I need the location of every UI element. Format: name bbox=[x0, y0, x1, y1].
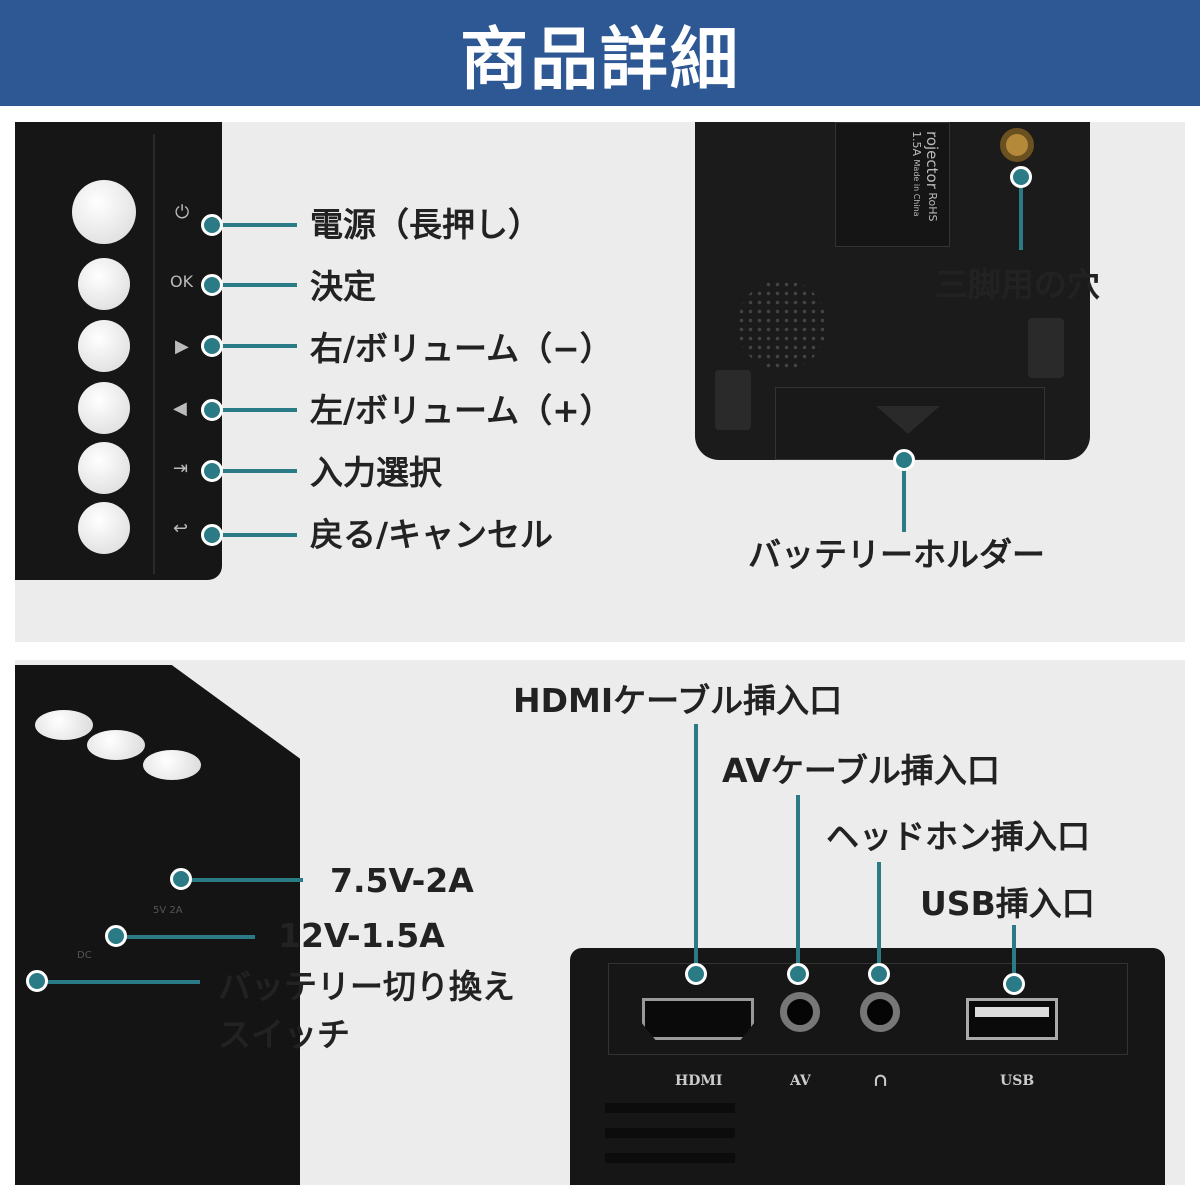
label-12v-input: 12V-1.5A bbox=[278, 916, 445, 955]
right-arrow-icon: ▶ bbox=[175, 336, 189, 357]
label-right: 右/ボリューム（−） bbox=[310, 329, 613, 368]
battery-holder bbox=[775, 387, 1045, 460]
power-button bbox=[72, 180, 136, 244]
headphone-port bbox=[860, 992, 900, 1032]
ok-button bbox=[78, 258, 130, 310]
label-battery-holder: バッテリーホルダー bbox=[748, 535, 1045, 574]
label-tripod-hole: 三脚用の穴 bbox=[935, 265, 1100, 304]
header-banner: 商品詳細 bbox=[0, 0, 1200, 106]
label-power: 電源（長押し） bbox=[310, 205, 541, 244]
hdmi-port bbox=[642, 998, 754, 1040]
label-input: 入力選択 bbox=[310, 453, 442, 492]
left-button bbox=[78, 382, 130, 434]
power-symbol-icon: ⏻ bbox=[175, 202, 190, 223]
projector-back-image: HDMI AV ∩ USB bbox=[570, 948, 1165, 1185]
label-left: 左/ボリューム（+） bbox=[310, 391, 613, 430]
label-back: 戻る/キャンセル bbox=[310, 515, 554, 554]
label-headphone: ヘッドホン挿入口 bbox=[826, 817, 1090, 856]
input-button bbox=[78, 442, 130, 494]
back-icon: ↩ bbox=[173, 518, 189, 539]
left-arrow-icon: ◀ bbox=[173, 398, 187, 419]
ok-symbol: OK bbox=[170, 272, 194, 291]
label-ok: 決定 bbox=[310, 267, 376, 306]
projector-side-image: 5V 2A DC bbox=[15, 665, 300, 1185]
av-port bbox=[780, 992, 820, 1032]
speaker-grille bbox=[737, 280, 827, 370]
label-av: AVケーブル挿入口 bbox=[722, 751, 1000, 790]
label-7v-input: 7.5V-2A bbox=[330, 861, 474, 900]
label-hdmi: HDMIケーブル挿入口 bbox=[513, 681, 843, 720]
back-button bbox=[78, 502, 130, 554]
right-button bbox=[78, 320, 130, 372]
label-usb: USB挿入口 bbox=[920, 884, 1095, 923]
label-battery-switch-2: スイッチ bbox=[218, 1015, 350, 1054]
input-icon: ⇥ bbox=[173, 458, 189, 479]
tripod-hole bbox=[1000, 128, 1034, 162]
usb-port bbox=[966, 998, 1058, 1040]
label-battery-switch-1: バッテリー切り換え bbox=[218, 967, 515, 1006]
page-title: 商品詳細 bbox=[459, 20, 740, 100]
label-sticker: rojector RoHS 1.5A Made in China bbox=[835, 122, 950, 247]
remote-device-image: ⏻ OK ▶ ◀ ⇥ ↩ bbox=[15, 122, 222, 580]
